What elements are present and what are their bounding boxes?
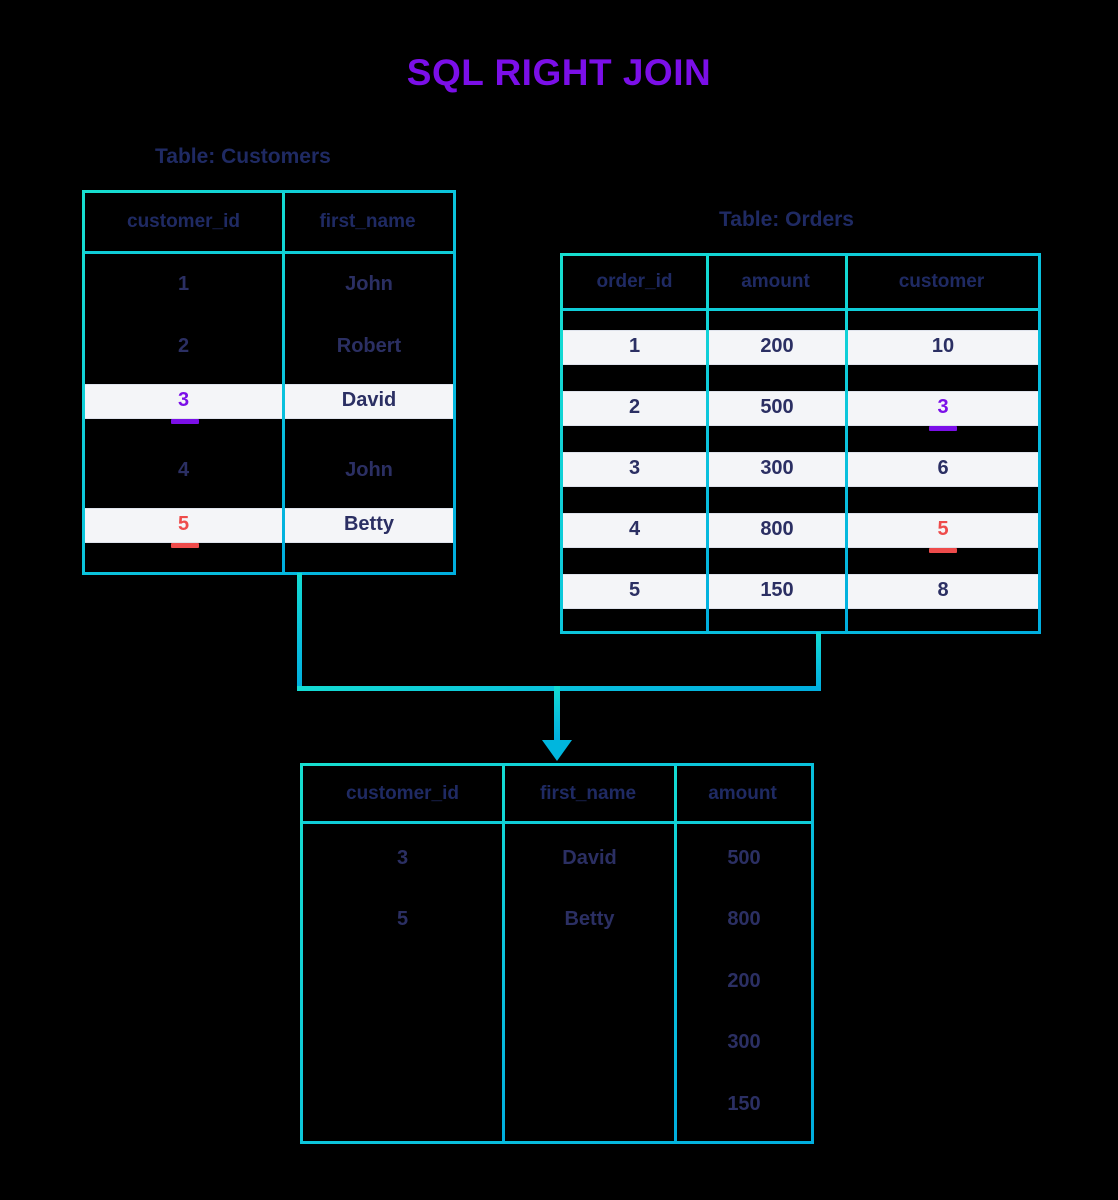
orders-row-highlight-1 bbox=[563, 330, 1038, 365]
result-column-divider-1 bbox=[502, 766, 505, 1141]
page-title: SQL RIGHT JOIN bbox=[406, 52, 712, 93]
customers-cell-id-3: 3 bbox=[177, 388, 190, 411]
result-cell-amount-2: 800 bbox=[727, 907, 761, 930]
customers-cell-id-1: 1 bbox=[177, 272, 190, 295]
result-cell-customer-id-5 bbox=[303, 1089, 502, 1119]
orders-cell-customer-3: 6 bbox=[937, 457, 949, 479]
customers-row-highlight-3 bbox=[85, 384, 453, 419]
orders-cell-customer-2: 3 bbox=[937, 396, 949, 418]
customers-cell-name-4: John bbox=[345, 458, 393, 481]
result-table-header: customer_id first_name amount bbox=[303, 766, 811, 824]
orders-column-divider-2 bbox=[845, 256, 848, 631]
customers-table-header: customer_id first_name bbox=[85, 193, 453, 254]
customers-row-highlight-5 bbox=[85, 508, 453, 543]
orders-row-highlight-5 bbox=[563, 574, 1038, 609]
connector-left-stem bbox=[297, 573, 302, 691]
orders-cell-customer-4-underline bbox=[929, 548, 957, 553]
customers-cell-name-3: David bbox=[341, 388, 397, 411]
orders-cell-amount-5: 150 bbox=[760, 579, 794, 601]
customers-cell-id-5-underline bbox=[171, 543, 199, 548]
customers-cell-name-1: John bbox=[345, 272, 393, 295]
result-cell-amount-4: 300 bbox=[727, 1030, 761, 1053]
customers-cell-id-4: 4 bbox=[177, 458, 190, 481]
orders-cell-customer-2-underline bbox=[929, 426, 957, 431]
result-cell-amount-3: 200 bbox=[727, 969, 761, 992]
result-cell-amount-1: 500 bbox=[727, 846, 761, 869]
orders-row-highlight-4 bbox=[563, 513, 1038, 548]
orders-row-highlight-3 bbox=[563, 452, 1038, 487]
result-cell-customer-id-4 bbox=[303, 1027, 502, 1057]
orders-header-amount: amount bbox=[741, 271, 810, 292]
orders-table-caption: Table: Orders bbox=[719, 208, 854, 231]
orders-header-customer: customer bbox=[898, 271, 985, 292]
orders-cell-customer-1: 10 bbox=[931, 335, 955, 357]
result-header-first-name: first_name bbox=[539, 782, 637, 804]
orders-cell-amount-2: 500 bbox=[760, 396, 794, 418]
result-cell-first-name-4 bbox=[505, 1027, 674, 1057]
orders-table: order_id amount customer 1 2 3 4 5 200 5… bbox=[560, 253, 1041, 634]
result-cell-first-name-3 bbox=[505, 966, 674, 996]
orders-cell-order-id-3: 3 bbox=[628, 457, 641, 479]
customers-cell-id-5: 5 bbox=[177, 512, 190, 535]
result-cell-first-name-2: Betty bbox=[564, 907, 615, 930]
result-cell-customer-id-1: 3 bbox=[396, 846, 409, 869]
customers-header-first-name: first_name bbox=[319, 211, 416, 232]
connector-arrow-shaft bbox=[554, 686, 560, 742]
result-column-divider-2 bbox=[674, 766, 677, 1141]
customers-column-divider bbox=[282, 193, 285, 572]
orders-cell-order-id-1: 1 bbox=[628, 335, 641, 357]
result-cell-customer-id-2: 5 bbox=[396, 907, 409, 930]
connector-right-stem bbox=[816, 632, 821, 691]
result-cell-first-name-5 bbox=[505, 1089, 674, 1119]
result-header-amount: amount bbox=[708, 782, 777, 804]
orders-row-highlight-2 bbox=[563, 391, 1038, 426]
customers-cell-name-5: Betty bbox=[343, 512, 394, 535]
result-cell-customer-id-3 bbox=[303, 966, 502, 996]
customers-cell-name-2: Robert bbox=[336, 334, 402, 357]
orders-cell-amount-4: 800 bbox=[760, 518, 794, 540]
orders-column-divider-1 bbox=[706, 256, 709, 631]
orders-cell-customer-5: 8 bbox=[937, 579, 949, 601]
orders-cell-customer-4: 5 bbox=[937, 518, 949, 540]
orders-table-header: order_id amount customer bbox=[563, 256, 1038, 311]
result-header-customer-id: customer_id bbox=[346, 782, 459, 804]
orders-cell-amount-1: 200 bbox=[760, 335, 794, 357]
down-arrow-icon bbox=[542, 740, 572, 761]
customers-cell-id-2: 2 bbox=[177, 334, 190, 357]
customers-header-customer-id: customer_id bbox=[127, 211, 240, 232]
result-table: customer_id first_name amount 3 5 David … bbox=[300, 763, 814, 1144]
orders-cell-order-id-5: 5 bbox=[628, 579, 641, 601]
result-cell-first-name-1: David bbox=[562, 846, 617, 869]
customers-table-caption: Table: Customers bbox=[155, 145, 331, 168]
orders-cell-order-id-2: 2 bbox=[628, 396, 641, 418]
customers-cell-id-3-underline bbox=[171, 419, 199, 424]
result-cell-amount-5: 150 bbox=[727, 1092, 761, 1115]
customers-table: customer_id first_name 1 2 3 4 5 John Ro… bbox=[82, 190, 456, 575]
orders-header-order-id: order_id bbox=[596, 271, 673, 292]
orders-cell-amount-3: 300 bbox=[760, 457, 794, 479]
orders-cell-order-id-4: 4 bbox=[628, 518, 641, 540]
